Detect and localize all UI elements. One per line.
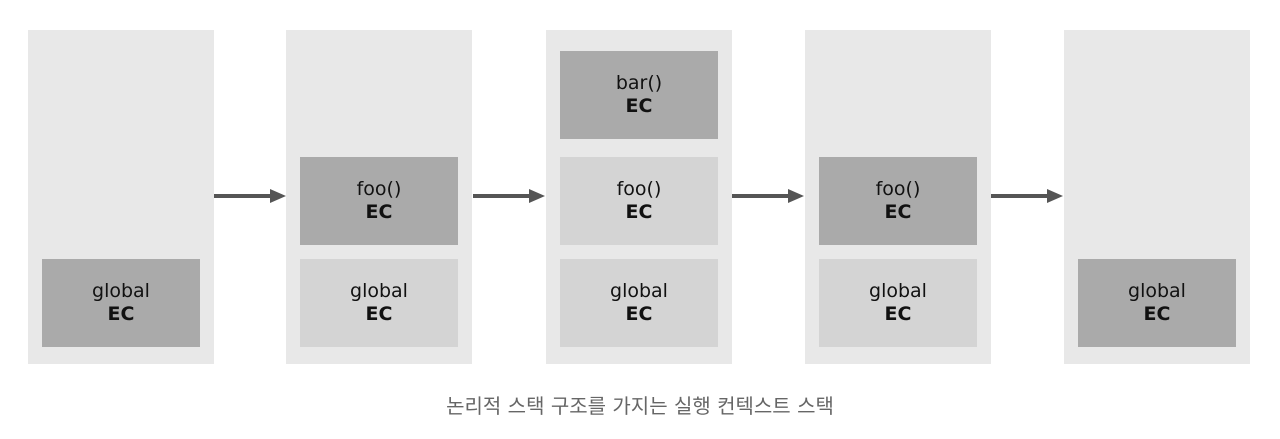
frame-ec-label: EC [625,201,653,223]
stack-4: foo() EC global EC [805,30,991,364]
arrow-right-icon [991,189,1063,203]
frame-bar: bar() EC [560,51,718,139]
stack-3: bar() EC foo() EC global EC [546,30,732,364]
frame-ec-label: EC [107,303,135,325]
frame-global: global EC [819,259,977,347]
frame-function-name: foo() [616,178,662,200]
frame-global: global EC [42,259,200,347]
arrow-right-icon [473,189,545,203]
frame-function-name: global [350,280,408,302]
frame-ec-label: EC [625,303,653,325]
frame-function-name: global [1128,280,1186,302]
frame-ec-label: EC [1143,303,1171,325]
frame-global: global EC [1078,259,1236,347]
frame-function-name: global [92,280,150,302]
stack-5: global EC [1064,30,1250,364]
frame-global: global EC [300,259,458,347]
frame-foo: foo() EC [560,157,718,245]
frame-global: global EC [560,259,718,347]
frame-foo: foo() EC [819,157,977,245]
frame-ec-label: EC [365,201,393,223]
frame-foo: foo() EC [300,157,458,245]
frame-ec-label: EC [884,201,912,223]
frame-ec-label: EC [884,303,912,325]
frame-function-name: foo() [875,178,921,200]
frame-function-name: global [610,280,668,302]
frame-function-name: foo() [356,178,402,200]
frame-ec-label: EC [625,95,653,117]
frame-function-name: bar() [615,72,663,94]
frame-function-name: global [869,280,927,302]
diagram-caption: 논리적 스택 구조를 가지는 실행 컨텍스트 스택 [446,394,834,418]
arrow-right-icon [214,189,286,203]
arrow-right-icon [732,189,804,203]
stack-1: global EC [28,30,214,364]
frame-ec-label: EC [365,303,393,325]
stack-2: foo() EC global EC [286,30,472,364]
